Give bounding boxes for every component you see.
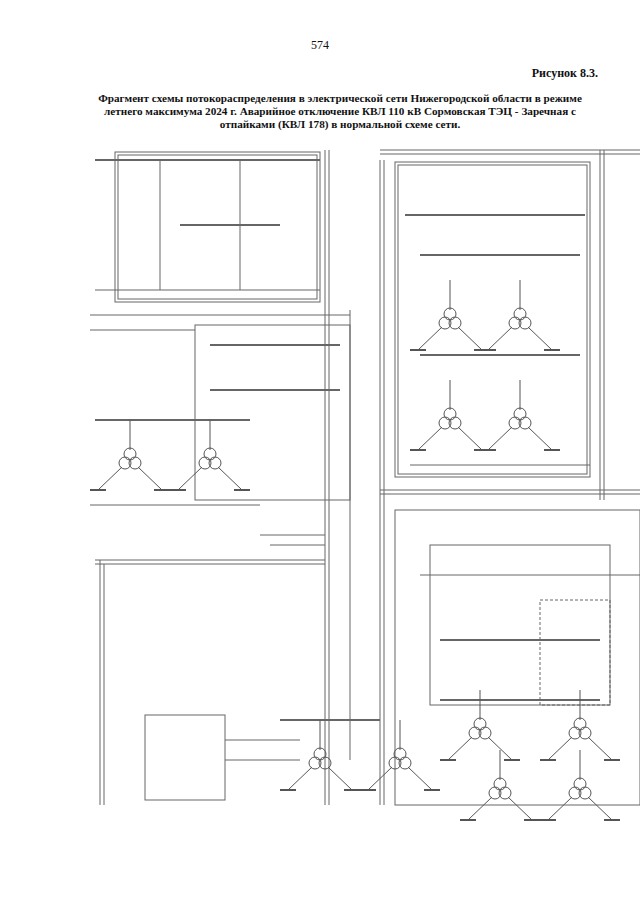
page-number: 574 <box>0 38 640 53</box>
figure-number: Рисунок 8.3. <box>532 66 598 81</box>
diagram-title: Фрагмент схемы потокораспределения в эле… <box>95 92 585 131</box>
